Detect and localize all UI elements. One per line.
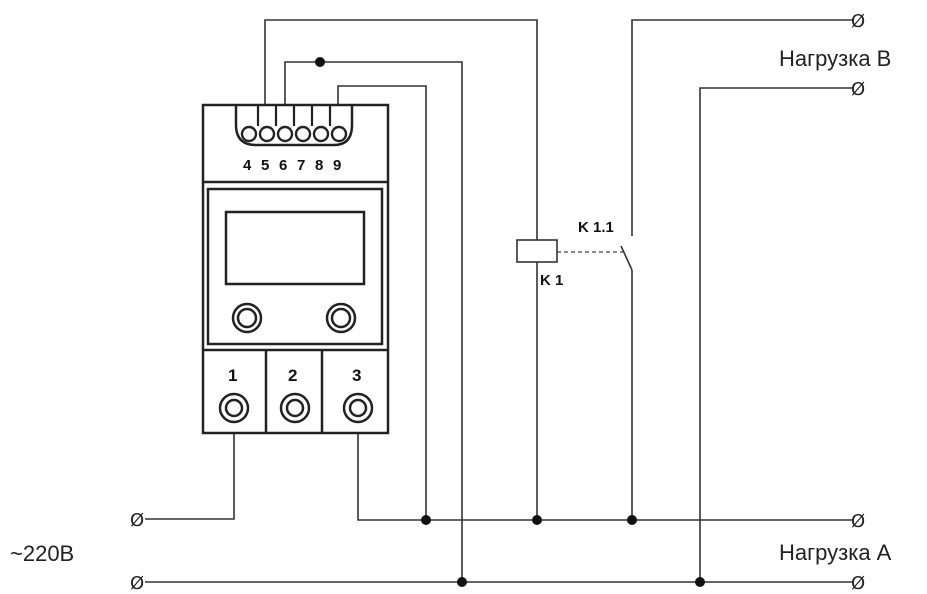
pin-screw: [330, 125, 348, 143]
terminal-symbol-load-a-upper: Ø: [851, 511, 865, 532]
wire-contact-to-load-b: [631, 19, 853, 236]
pin-number: 5: [261, 157, 269, 174]
terminal-number: 2: [288, 366, 297, 385]
junction-dot: [421, 515, 431, 525]
pin-slots: [256, 105, 332, 126]
pin-screw: [312, 125, 330, 143]
wire-pin8-to-mid-rail: [337, 85, 427, 520]
wires: [145, 19, 853, 583]
pin-number: 9: [333, 157, 341, 174]
wire-pin6-to-bottom-rail: [284, 61, 463, 582]
terminal-screws: [218, 392, 374, 424]
junction-dot: [457, 577, 467, 587]
terminal-symbol-load-a-lower: Ø: [851, 573, 865, 594]
junction-dot: [532, 515, 542, 525]
terminal-symbol-supply-upper: Ø: [130, 510, 144, 531]
pin-number: 7: [297, 157, 305, 174]
relay-coil-label: K 1: [540, 272, 563, 289]
pin-screw: [258, 125, 276, 143]
pin-screw: [240, 125, 258, 143]
junction-dots: [315, 57, 705, 587]
pin-number: 4: [243, 157, 252, 174]
thermostat-device: 4 5 6 7 8 9 1 2 3: [201, 103, 390, 435]
connection-terminals: Ø Ø Ø Ø Ø Ø: [130, 11, 865, 594]
terminal-symbol-load-b-upper: Ø: [851, 11, 865, 32]
pin-screw: [294, 125, 312, 143]
wire-terminal1-to-supply: [145, 432, 235, 520]
pin-number: 6: [279, 157, 287, 174]
junction-dot: [315, 57, 325, 67]
relay-coil: [516, 239, 558, 263]
left-button-inner: [236, 307, 258, 329]
display-screen: [224, 210, 366, 286]
terminal-number: 3: [352, 366, 361, 385]
load-a-label: Нагрузка А: [779, 540, 892, 565]
front-buttons: [231, 302, 357, 334]
pin-screws: [240, 125, 348, 143]
pin-number: 8: [315, 157, 323, 174]
relay-contact-label: K 1.1: [578, 219, 614, 236]
terminal-symbol-supply-lower: Ø: [130, 573, 144, 594]
junction-dot: [695, 577, 705, 587]
pin-screw: [276, 125, 294, 143]
terminal-screw-inner: [224, 398, 244, 418]
terminal-symbol-load-b-lower: Ø: [851, 79, 865, 100]
right-button-inner: [330, 307, 352, 329]
wire-terminal3-to-mid-rail: [357, 432, 853, 521]
wire-load-b-to-bottom-rail: [699, 87, 853, 582]
terminal-screw-inner: [348, 398, 368, 418]
pin-comb: [234, 105, 354, 147]
terminal-screw-inner: [285, 398, 305, 418]
load-b-label: Нагрузка В: [779, 46, 891, 71]
wire-pin4-to-coil: [264, 19, 538, 240]
supply-label: ~220В: [10, 541, 74, 566]
terminal-number: 1: [228, 366, 237, 385]
relay-contact-blade: [620, 245, 633, 271]
junction-dot: [627, 515, 637, 525]
